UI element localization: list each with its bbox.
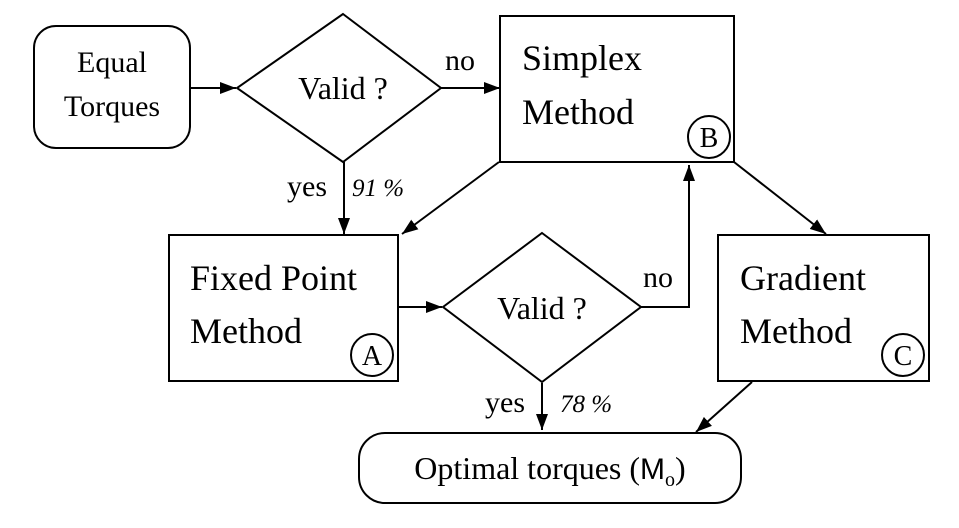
node-valid-1: Valid ?: [235, 12, 443, 164]
equal-torques-line2: Torques: [64, 90, 160, 123]
badge-b: [687, 115, 731, 159]
valid-2-label: Valid ?: [497, 290, 587, 326]
node-simplex-method: Simplex Method B: [499, 15, 735, 163]
badge-c-label: C: [894, 341, 913, 372]
simplex-line2: Method: [522, 92, 634, 132]
badge-c: [881, 333, 925, 377]
optimal-close: ): [675, 450, 686, 486]
optimal-symbol: M: [640, 453, 665, 486]
valid-1-label: Valid ?: [298, 70, 388, 106]
node-equal-torques: Equal Torques: [33, 25, 191, 149]
node-optimal-torques: Optimal torques (Mo): [358, 432, 742, 504]
edges: [190, 82, 827, 433]
gradient-line2: Method: [740, 311, 852, 351]
edge-label-valid2-yes: yes: [485, 386, 525, 419]
fixed-point-line1: Fixed Point: [190, 258, 357, 298]
simplex-line1: Simplex: [522, 38, 642, 78]
edge-label-valid1-no: no: [445, 44, 475, 77]
edge-label-valid2-no: no: [643, 261, 673, 294]
edge-label-valid2-pct: 78 %: [560, 391, 612, 418]
optimal-subscript: o: [665, 469, 675, 491]
badge-a: [350, 333, 394, 377]
node-gradient-method: Gradient Method C: [717, 234, 930, 382]
badge-a-label: A: [362, 341, 383, 372]
optimal-label: Optimal torques (Mo): [414, 450, 685, 491]
edge-label-valid1-pct: 91 %: [352, 175, 404, 202]
edge-simplex-to-gradient: [733, 161, 827, 235]
edge-gradient-to-optimal: [695, 381, 753, 433]
fixed-point-line2: Method: [190, 311, 302, 351]
gradient-line1: Gradient: [740, 258, 866, 298]
badge-b-label: B: [700, 123, 719, 154]
edge-label-valid1-yes: yes: [287, 170, 327, 203]
equal-torques-line1: Equal: [77, 46, 147, 79]
optimal-label-text: Optimal torques (: [414, 450, 640, 486]
edge-simplex-to-fixed-point: [401, 161, 500, 235]
node-fixed-point-method: Fixed Point Method A: [168, 234, 399, 382]
node-valid-2: Valid ?: [441, 231, 643, 384]
edge-valid2-to-simplex: [641, 165, 695, 308]
